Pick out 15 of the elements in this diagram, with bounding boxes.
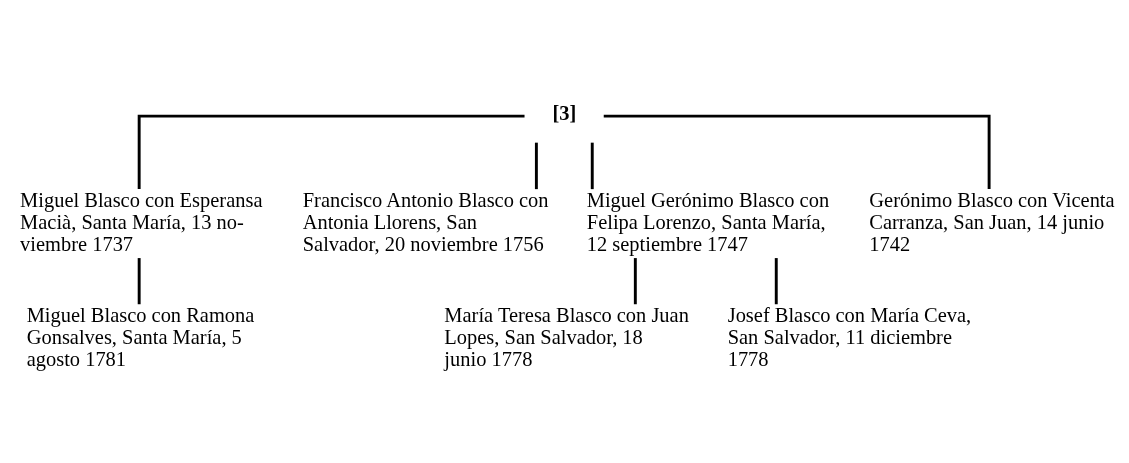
- node-text: Josef Blasco con María Ceva, San Salvador, 11 diciembre 1778: [727, 304, 972, 371]
- connector: [590, 142, 594, 190]
- connector: [137, 258, 141, 305]
- connector: [603, 114, 991, 189]
- node-text: [3]: [552, 102, 577, 125]
- connector: [774, 258, 778, 305]
- node-text: Francisco Antonio Blasco con Antonia Llorens, San Salvador, 20 noviembre 1756: [302, 188, 549, 255]
- connector: [633, 258, 637, 305]
- node-text: Miguel Blasco con Ramona Gonsalves, Santa María, 5 agosto 1781: [26, 304, 255, 371]
- node-text: Miguel Blasco con Esperansa Macià, Santa María, 13 no- viembre 1737: [20, 188, 263, 255]
- node-text: Gerónimo Blasco con Vicenta Carranza, San Juan, 14 junio 1742: [869, 188, 1115, 255]
- node-text: Miguel Gerónimo Blasco con Felipa Lorenzo, Santa María, 12 septiembre 1747: [586, 188, 830, 255]
- connector: [534, 142, 538, 190]
- node-text: María Teresa Blasco con Juan Lopes, San Salvador, 18 junio 1778: [444, 304, 689, 371]
- connector: [137, 114, 525, 189]
